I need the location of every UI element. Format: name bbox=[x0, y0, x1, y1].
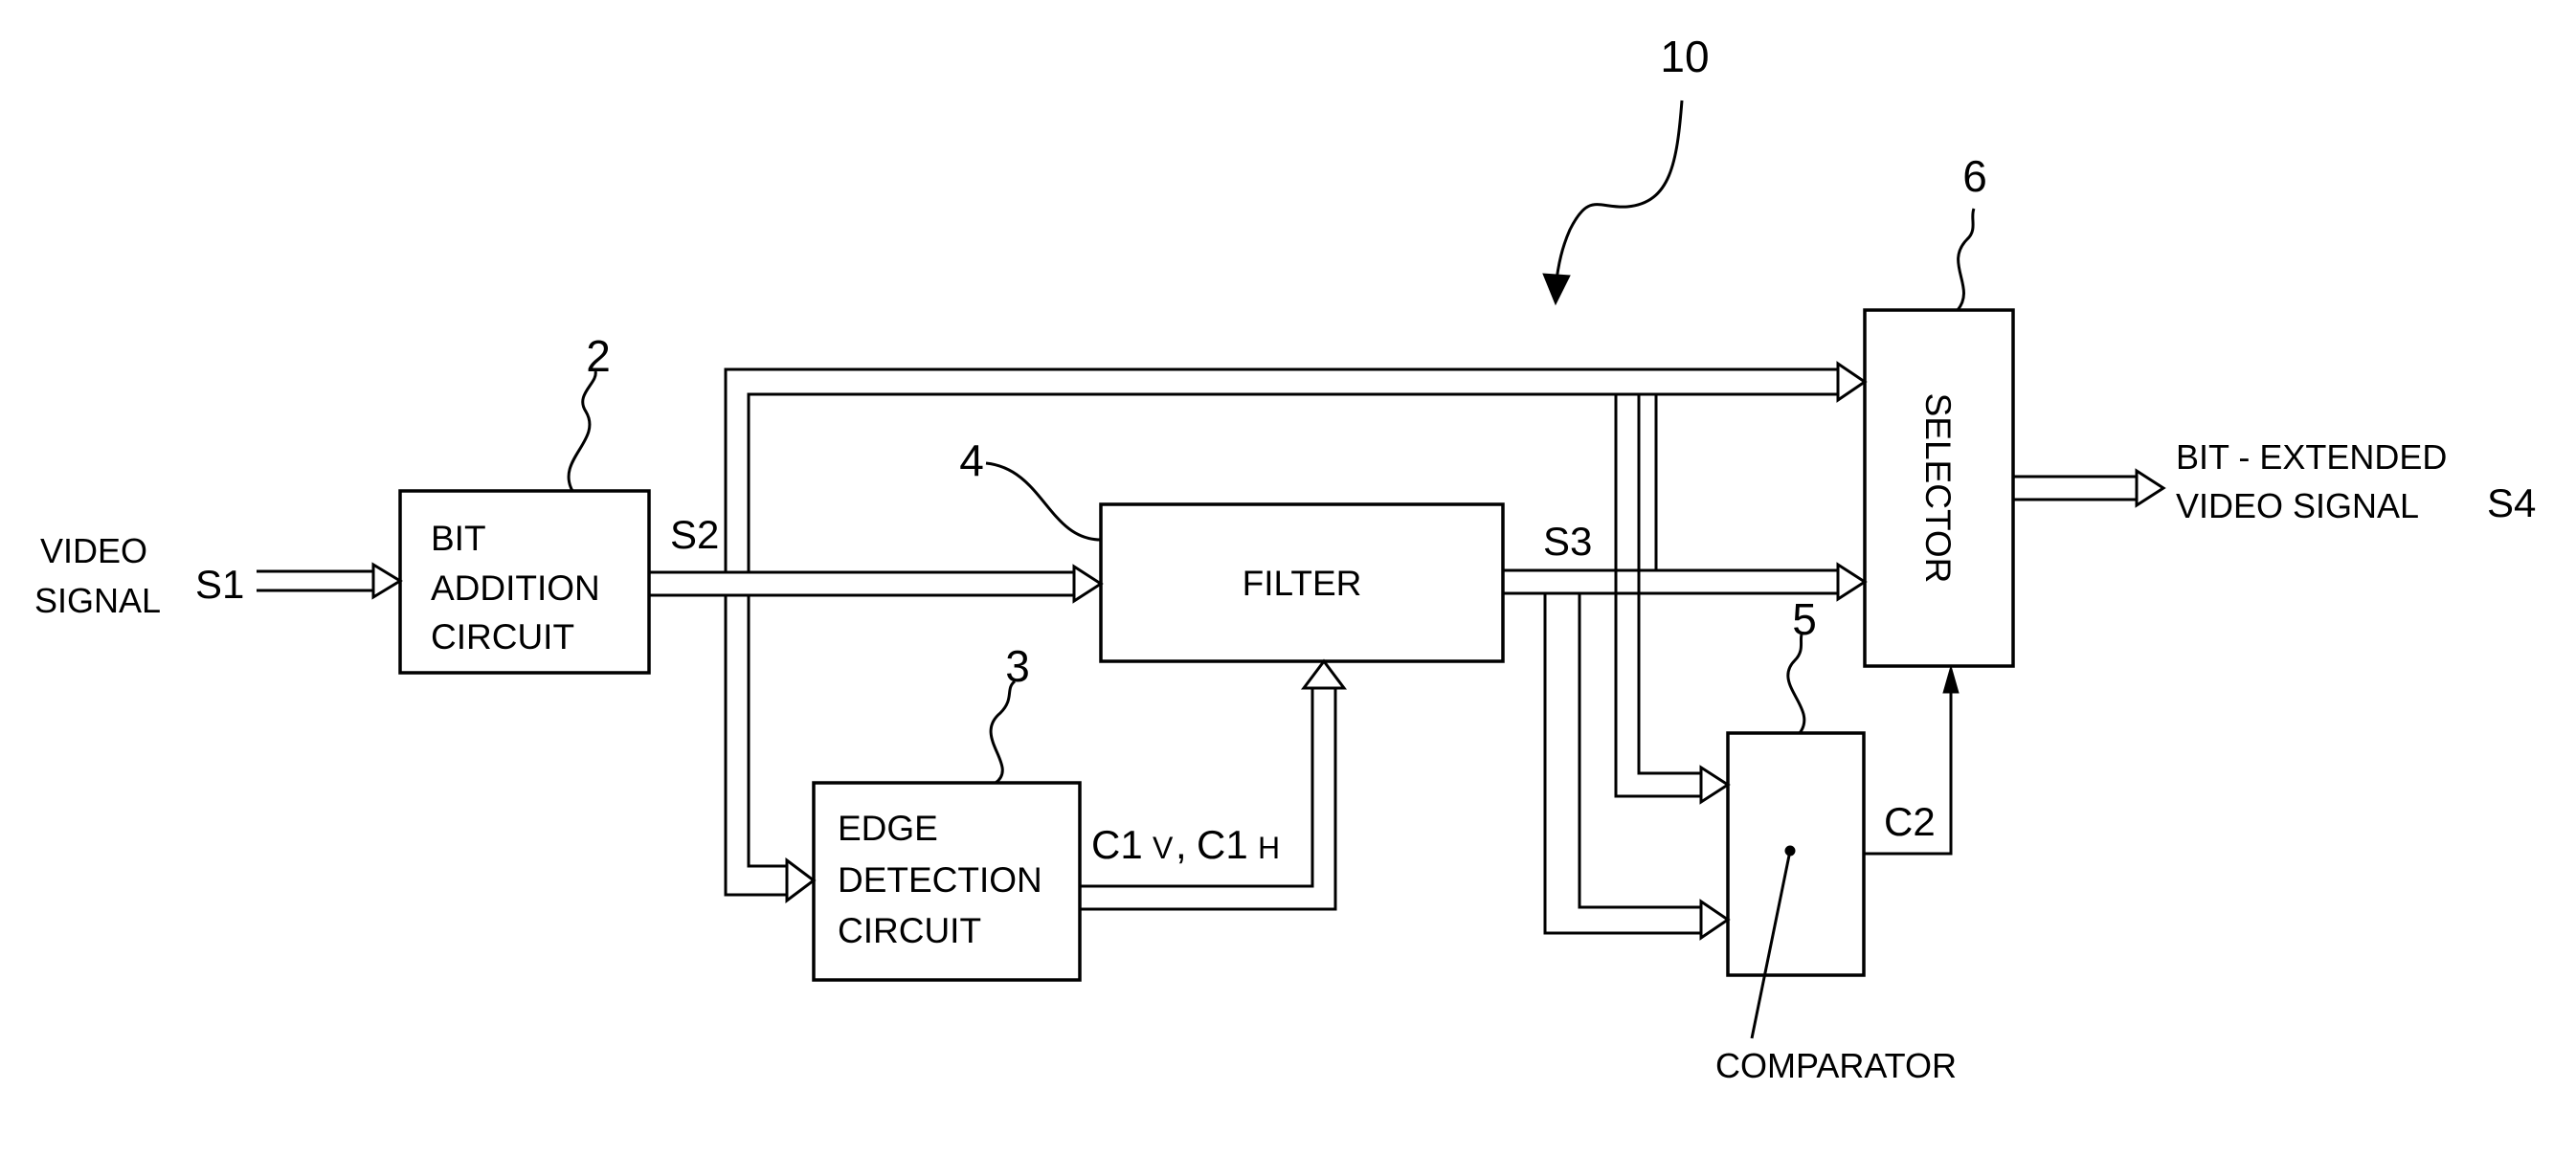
signal-s1: S1 bbox=[195, 562, 244, 607]
signal-c1-label: C1 V , C1 H bbox=[1091, 822, 1280, 867]
filter-label: FILTER bbox=[1243, 564, 1362, 603]
input-s1-bus-arrow bbox=[257, 565, 400, 597]
s2-to-comparator-arrowhead bbox=[1701, 768, 1728, 802]
bit-addition-line-1: BIT bbox=[431, 519, 486, 558]
c1-bus bbox=[1080, 661, 1344, 909]
output-s4-bus-arrow bbox=[2013, 471, 2163, 505]
signal-c1v-sub: V bbox=[1153, 831, 1174, 865]
s2-to-edge-arrowhead bbox=[787, 860, 814, 901]
edge-detection-line-2: DETECTION bbox=[838, 860, 1042, 900]
leader-2 bbox=[569, 371, 595, 491]
reference-numeral-6: 6 bbox=[1962, 151, 1987, 201]
reference-10-arrowhead bbox=[1543, 274, 1570, 304]
reference-numeral-2: 2 bbox=[586, 331, 611, 381]
reference-numeral-4: 4 bbox=[959, 435, 984, 485]
input-label-line-2: SIGNAL bbox=[34, 581, 161, 620]
signal-c1v-main: C1 bbox=[1091, 822, 1143, 867]
bit-addition-circuit-block: BIT ADDITION CIRCUIT bbox=[400, 491, 649, 673]
edge-detection-circuit-block: EDGE DETECTION CIRCUIT bbox=[814, 783, 1080, 980]
reference-numeral-5: 5 bbox=[1792, 594, 1817, 644]
reference-numeral-3: 3 bbox=[1005, 641, 1030, 691]
leader-3 bbox=[991, 681, 1015, 783]
output-label-line-2: VIDEO SIGNAL bbox=[2176, 486, 2419, 525]
bit-addition-line-3: CIRCUIT bbox=[431, 617, 574, 656]
filter-block: FILTER bbox=[1101, 504, 1503, 661]
leader-10 bbox=[1556, 100, 1682, 287]
edge-detection-line-1: EDGE bbox=[838, 809, 938, 848]
output-label-line-1: BIT - EXTENDED bbox=[2176, 437, 2447, 477]
signal-c1h-sub: H bbox=[1258, 831, 1280, 865]
leader-4 bbox=[986, 463, 1101, 540]
signal-c2: C2 bbox=[1884, 799, 1936, 844]
comparator-block bbox=[1728, 733, 1864, 975]
comparator-label: COMPARATOR bbox=[1715, 1046, 1957, 1085]
signal-s4: S4 bbox=[2487, 480, 2536, 525]
signal-c1h-main: C1 bbox=[1197, 822, 1248, 867]
signal-s2: S2 bbox=[670, 512, 719, 557]
reference-numeral-10: 10 bbox=[1660, 32, 1709, 81]
leader-6 bbox=[1958, 209, 1974, 310]
s3-to-comparator-arrowhead bbox=[1701, 901, 1728, 938]
s2-to-comparator-bus bbox=[1616, 394, 1728, 802]
s2-to-selector-arrowhead bbox=[1838, 364, 1865, 400]
bit-addition-line-2: ADDITION bbox=[431, 568, 600, 608]
signal-s3: S3 bbox=[1543, 519, 1592, 564]
input-label-line-1: VIDEO bbox=[40, 531, 147, 570]
c1-to-filter-arrowhead bbox=[1304, 661, 1344, 688]
edge-detection-line-3: CIRCUIT bbox=[838, 911, 981, 950]
s3-to-selector-arrowhead bbox=[1838, 565, 1865, 599]
s2-to-filter-arrowhead bbox=[1074, 567, 1101, 601]
svg-text:,: , bbox=[1176, 822, 1187, 867]
leader-5 bbox=[1788, 634, 1804, 733]
selector-label: SELECTOR bbox=[1918, 393, 1958, 584]
selector-block: SELECTOR bbox=[1865, 310, 2013, 666]
c2-arrowhead bbox=[1943, 666, 1959, 693]
